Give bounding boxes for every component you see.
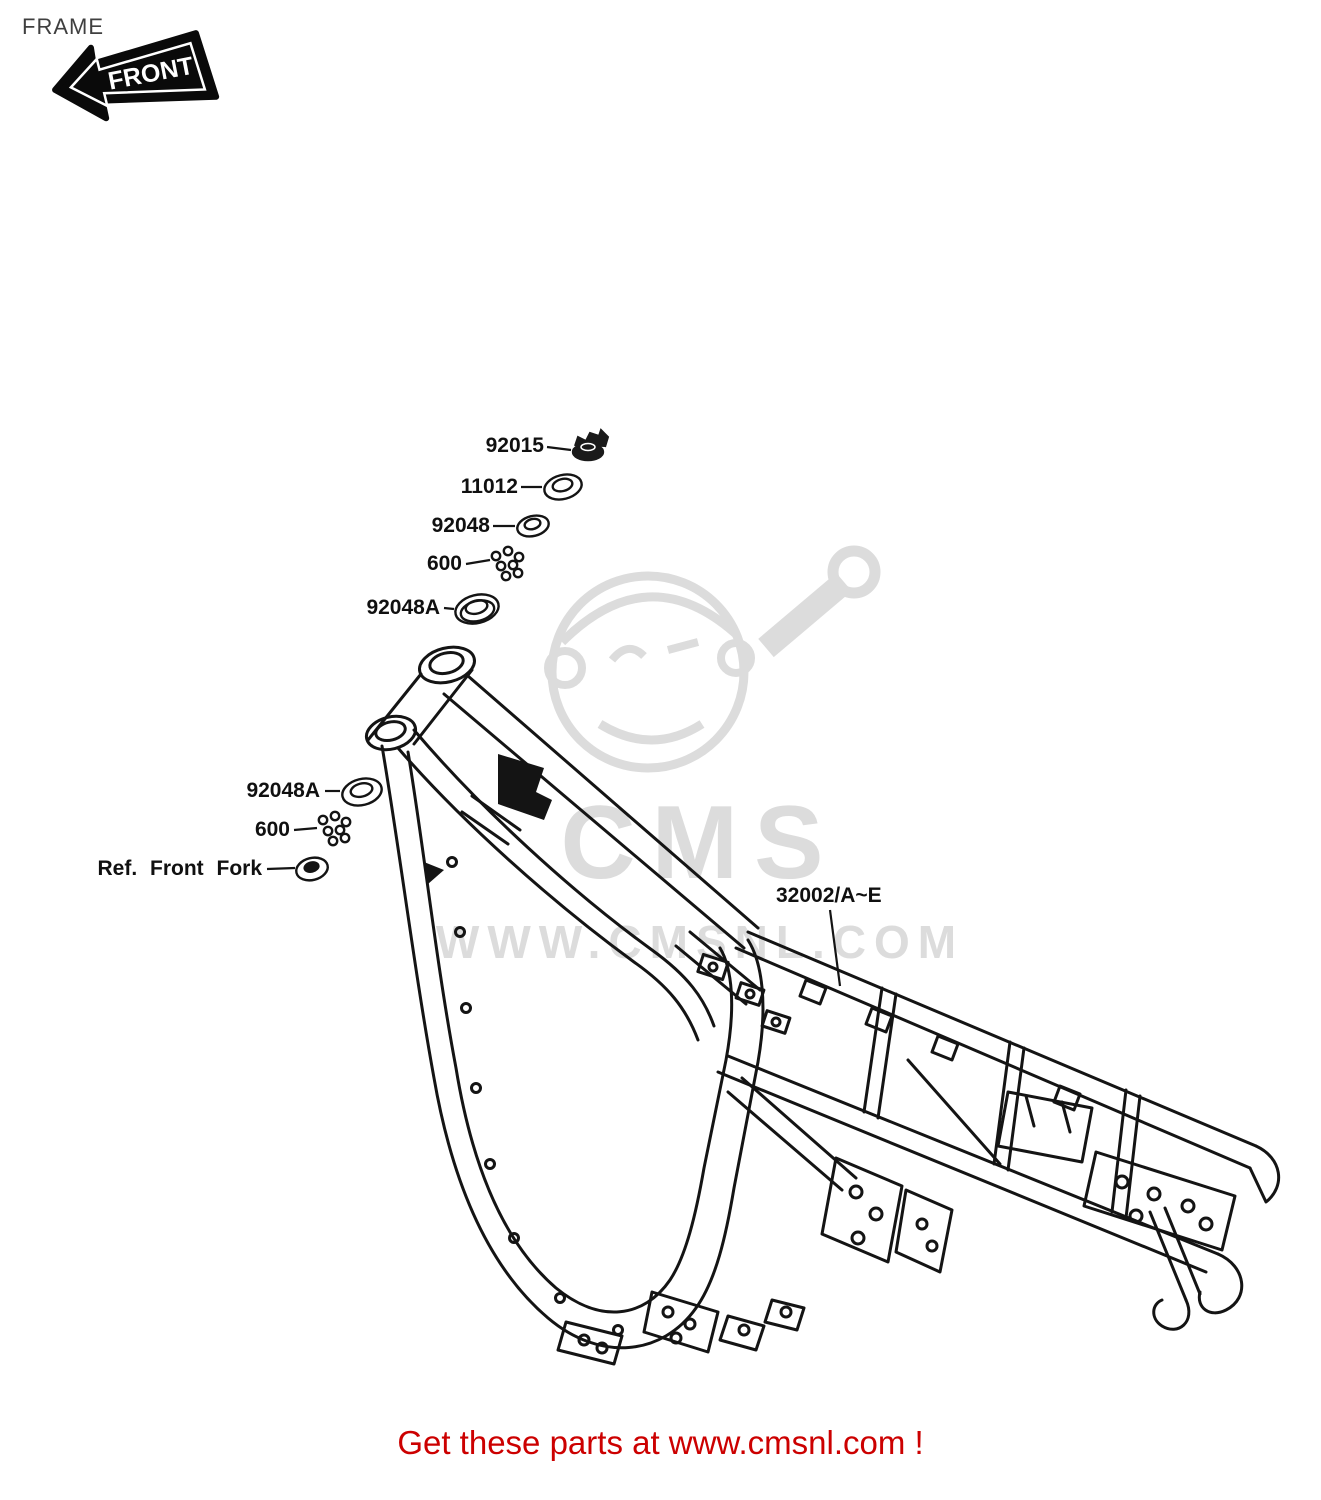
part-label-92048a-lower: 92048A <box>246 779 320 802</box>
watermark-site-text: WWW.CMSNL.COM <box>436 916 964 968</box>
part-92048a-race-lower <box>341 777 383 807</box>
steering-stem-parts <box>295 428 610 882</box>
footer-cta: Get these parts at www.cmsnl.com ! <box>397 1424 924 1461</box>
watermark: CMS WWW.CMSNL.COM <box>436 545 964 968</box>
part-label-ref-front-fork: Ref. Front Fork <box>97 857 263 880</box>
part-label-92015: 92015 <box>485 434 544 457</box>
head-tube-lower-cup <box>364 714 418 752</box>
front-arrow-icon: FRONT <box>52 30 220 122</box>
part-92048-washer <box>516 514 550 538</box>
part-label-92048: 92048 <box>431 514 490 537</box>
part-label-11012: 11012 <box>460 475 518 498</box>
part-600-balls-lower <box>317 810 352 847</box>
page-title: FRAME <box>22 14 104 39</box>
part-92015-nut <box>571 428 610 462</box>
part-label-92048a-upper: 92048A <box>366 596 440 619</box>
part-600-balls-upper <box>490 545 525 582</box>
part-label-600-upper: 600 <box>426 552 462 575</box>
leader-lines <box>266 445 842 987</box>
part-label-600-lower: 600 <box>254 818 290 841</box>
part-92048a-race-upper <box>454 593 500 625</box>
head-tube-upper-cup <box>418 645 476 685</box>
watermark-wrench <box>758 572 852 658</box>
part-label-32002: 32002/A~E <box>776 884 882 907</box>
part-11012-cap <box>543 473 583 501</box>
frame-drawing <box>364 645 1281 1366</box>
part-front-fork-cone <box>295 856 329 882</box>
watermark-logo-text: CMS <box>560 785 839 901</box>
